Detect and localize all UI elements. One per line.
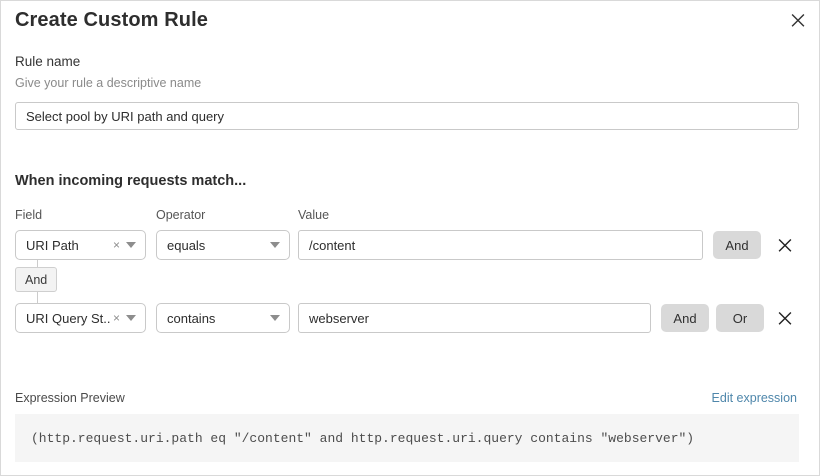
condition-row: URI Path × equals And (1, 230, 819, 260)
rule-name-input[interactable] (15, 102, 799, 130)
close-icon (778, 312, 792, 325)
expression-code: (http.request.uri.path eq "/content" and… (31, 430, 695, 446)
edit-expression-link[interactable]: Edit expression (711, 391, 797, 405)
field-select-1-value: URI Path (26, 237, 79, 253)
field-clear-icon[interactable]: × (112, 310, 120, 325)
operator-select-1-value: equals (167, 237, 206, 253)
close-icon (791, 14, 805, 27)
condition-row: URI Query St... × contains And Or (1, 303, 819, 333)
delete-condition-button-1[interactable] (774, 230, 796, 260)
value-input-2[interactable] (298, 303, 651, 333)
expression-preview-box: (http.request.uri.path eq "/content" and… (15, 414, 799, 462)
delete-condition-button-2[interactable] (774, 303, 796, 333)
close-dialog-button[interactable] (785, 7, 811, 33)
conditions-heading: When incoming requests match... (15, 173, 247, 189)
operator-select-1[interactable]: equals (156, 230, 290, 260)
column-header-field: Field (15, 208, 43, 222)
field-select-2[interactable]: URI Query St... × (15, 303, 146, 333)
dialog-title: Create Custom Rule (15, 9, 208, 31)
column-header-value: Value (298, 208, 330, 222)
chevron-down-icon (270, 315, 289, 321)
add-or-condition-button-2[interactable]: Or (716, 304, 764, 332)
value-input-1[interactable] (298, 230, 703, 260)
chevron-down-icon (126, 315, 145, 321)
field-clear-icon[interactable]: × (112, 237, 120, 252)
add-and-condition-button-1[interactable]: And (713, 231, 761, 259)
connector-line-bottom (37, 292, 38, 303)
column-header-operator: Operator (156, 208, 206, 222)
operator-select-2-value: contains (167, 310, 216, 326)
operator-select-2[interactable]: contains (156, 303, 290, 333)
rule-name-help-text: Give your rule a descriptive name (15, 76, 202, 90)
close-icon (778, 239, 792, 252)
connector-line-top (37, 260, 38, 268)
group-connector-and[interactable]: And (15, 267, 58, 292)
rule-name-label: Rule name (15, 54, 81, 69)
field-select-2-value: URI Query St... (26, 310, 111, 326)
chevron-down-icon (270, 242, 289, 248)
add-and-condition-button-2[interactable]: And (661, 304, 709, 332)
field-select-1[interactable]: URI Path × (15, 230, 146, 260)
chevron-down-icon (126, 242, 145, 248)
expression-preview-label: Expression Preview (15, 391, 125, 405)
